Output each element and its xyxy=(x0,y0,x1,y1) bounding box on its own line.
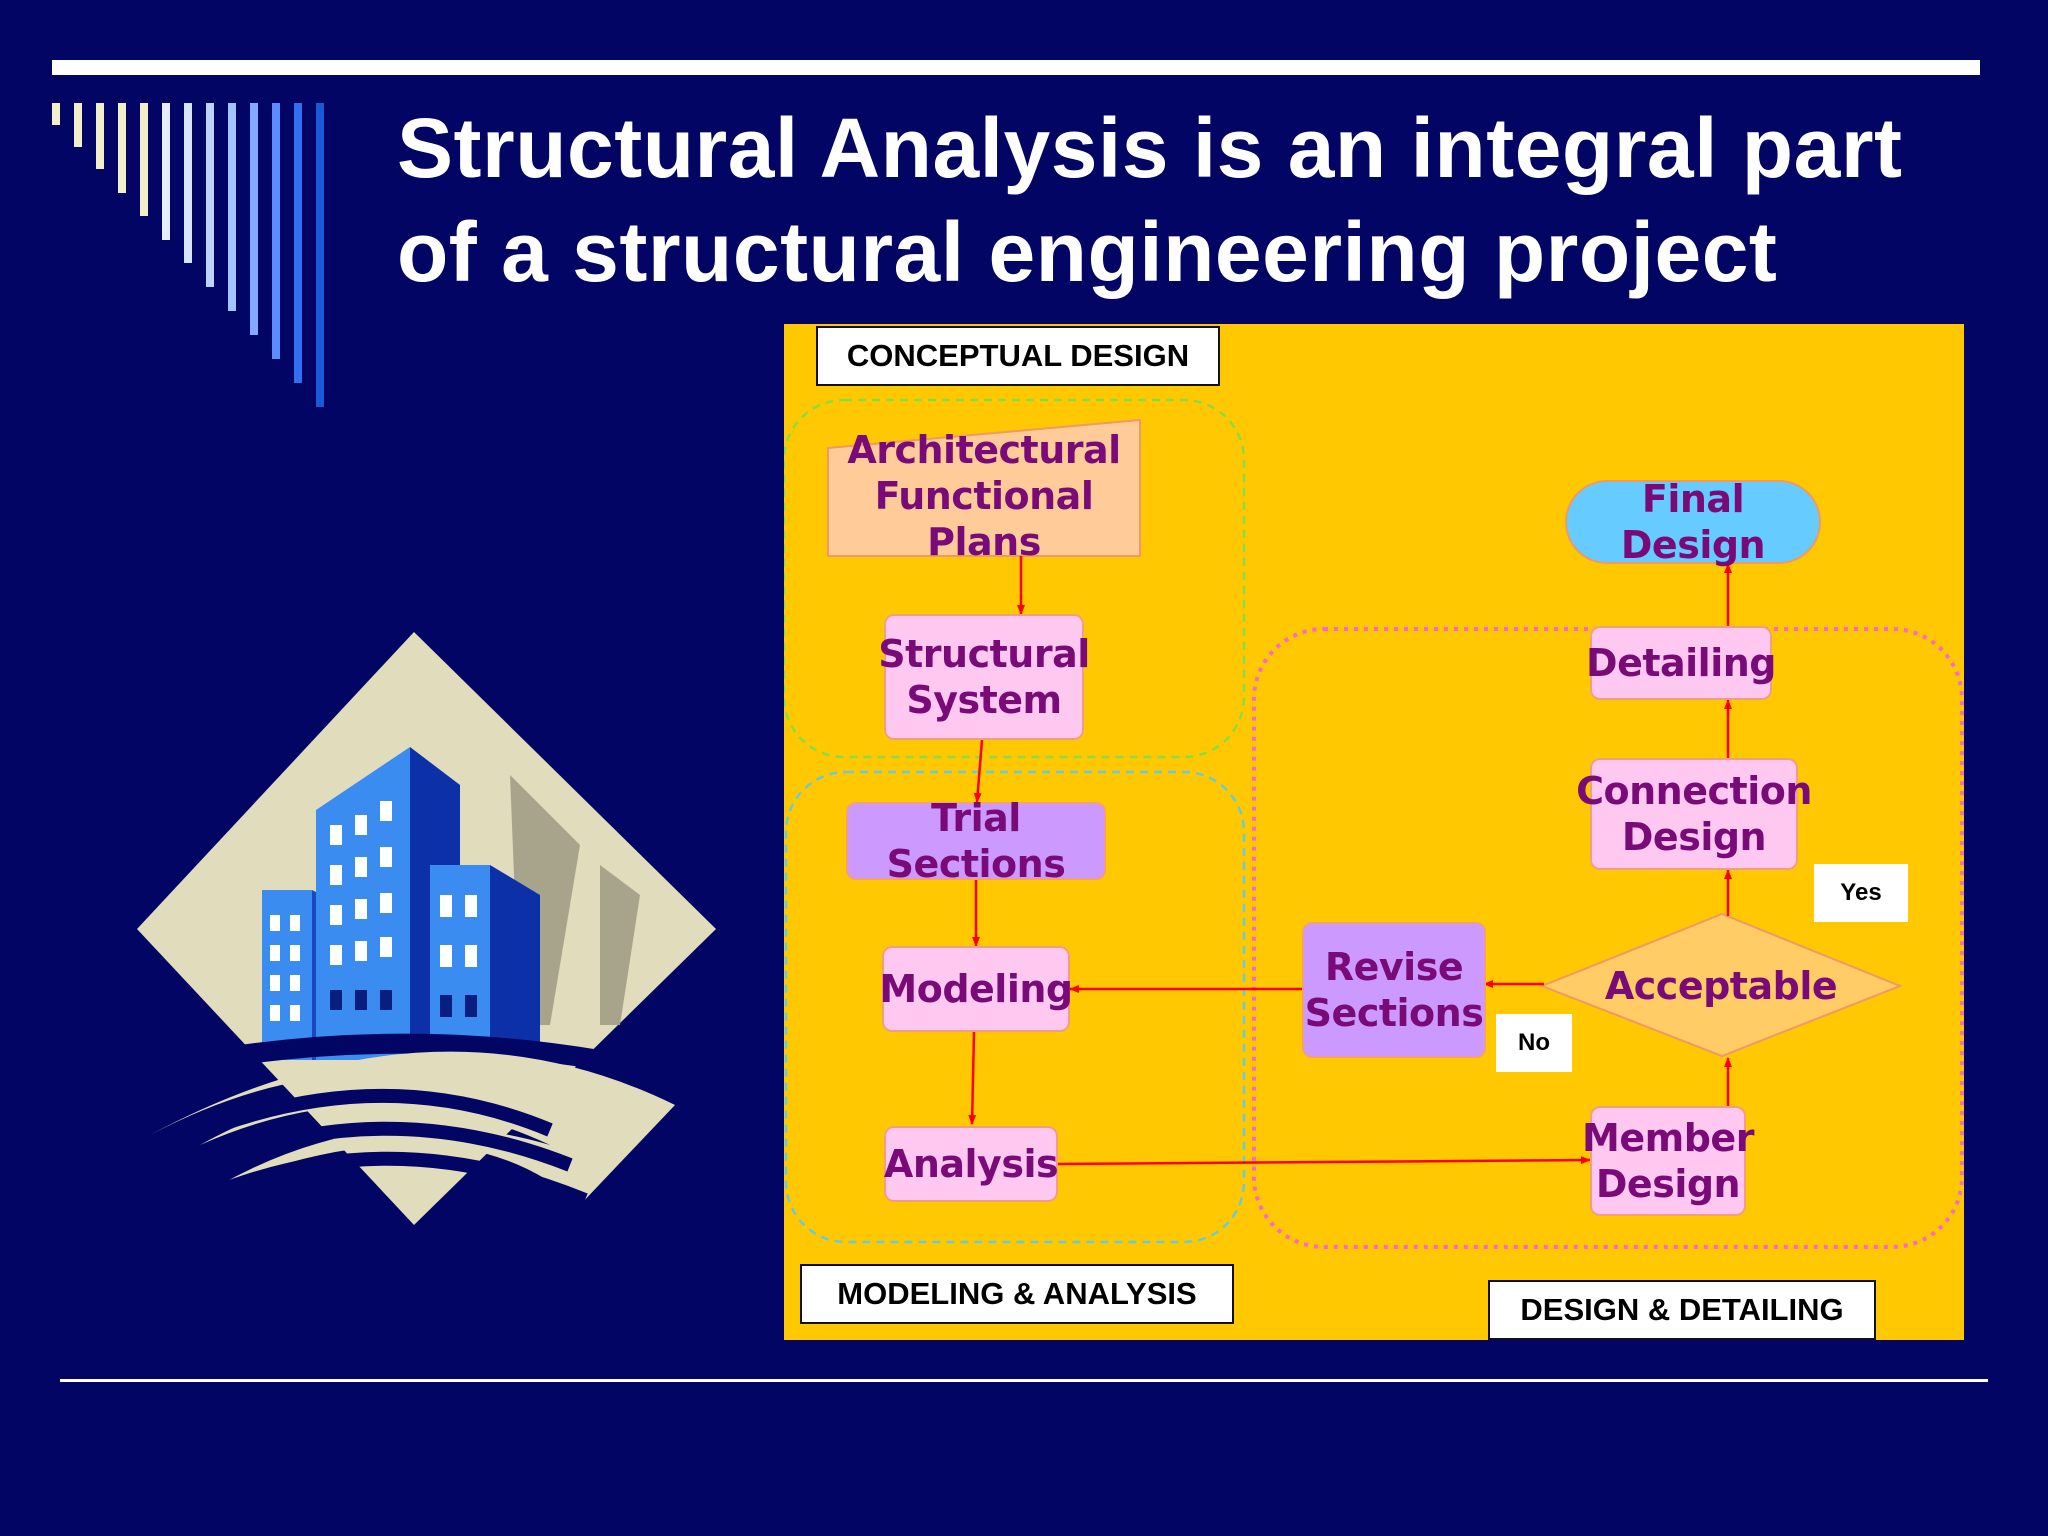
modeling-analysis-region xyxy=(784,770,1246,1244)
revise-sections-node: Revise Sections xyxy=(1302,922,1486,1058)
architectural-plans-node: Architectural Functional Plans xyxy=(828,428,1140,564)
member-design-node: Member Design xyxy=(1582,1106,1754,1216)
modeling-node: Modeling xyxy=(879,946,1073,1032)
yes-label: Yes xyxy=(1814,864,1908,922)
analysis-node: Analysis xyxy=(883,1126,1059,1202)
arrow-modeling-to-analysis xyxy=(968,1031,977,1125)
structural-system-node: Structural System xyxy=(878,614,1090,740)
flowchart-connectors xyxy=(784,398,1964,1249)
revise-sections-text: Revise Sections xyxy=(1304,945,1484,1035)
analysis-text: Analysis xyxy=(883,1142,1059,1186)
trial-sections-text: Trial Sections xyxy=(886,796,1066,886)
conceptual-design-label: CONCEPTUAL DESIGN xyxy=(816,326,1220,386)
no-label: No xyxy=(1496,1014,1572,1072)
modeling-text: Modeling xyxy=(879,967,1073,1011)
final-design-shape xyxy=(1565,480,1821,564)
slide-title: Structural Analysis is an integral part … xyxy=(397,101,1903,299)
bottom-rule xyxy=(60,1379,1988,1382)
member-design-text: Member Design xyxy=(1582,1116,1754,1206)
building-logo xyxy=(137,632,716,1225)
detailing-node: Detailing xyxy=(1586,626,1776,700)
connection-design-node: Connection Design xyxy=(1576,758,1812,870)
top-rule xyxy=(52,60,1980,75)
modeling-analysis-label: MODELING & ANALYSIS xyxy=(800,1264,1234,1324)
decorative-stripes xyxy=(52,103,324,407)
arrow-analysis-to-member xyxy=(1057,1156,1591,1166)
arrow-system-to-trial xyxy=(973,739,984,803)
flowchart-panel: CONCEPTUAL DESIGN MODELING & ANALYSIS DE… xyxy=(784,324,1964,1340)
final-design-node: Final Design xyxy=(1566,477,1820,567)
connection-design-text: Connection Design xyxy=(1576,769,1812,859)
design-detailing-label: DESIGN & DETAILING xyxy=(1488,1280,1876,1340)
acceptable-node: Acceptable xyxy=(1564,950,1878,1022)
structural-system-text: Structural System xyxy=(878,632,1090,722)
architectural-plans-text: Architectural Functional Plans xyxy=(847,428,1121,564)
acceptable-text: Acceptable xyxy=(1604,964,1838,1008)
conceptual-design-region xyxy=(784,398,1246,759)
detailing-text: Detailing xyxy=(1586,641,1776,685)
trial-sections-node: Trial Sections xyxy=(846,796,1106,886)
acceptable-diamond-shape xyxy=(1539,912,1903,1058)
architectural-plans-shape xyxy=(827,418,1141,557)
final-design-text: Final Design xyxy=(1620,477,1766,567)
